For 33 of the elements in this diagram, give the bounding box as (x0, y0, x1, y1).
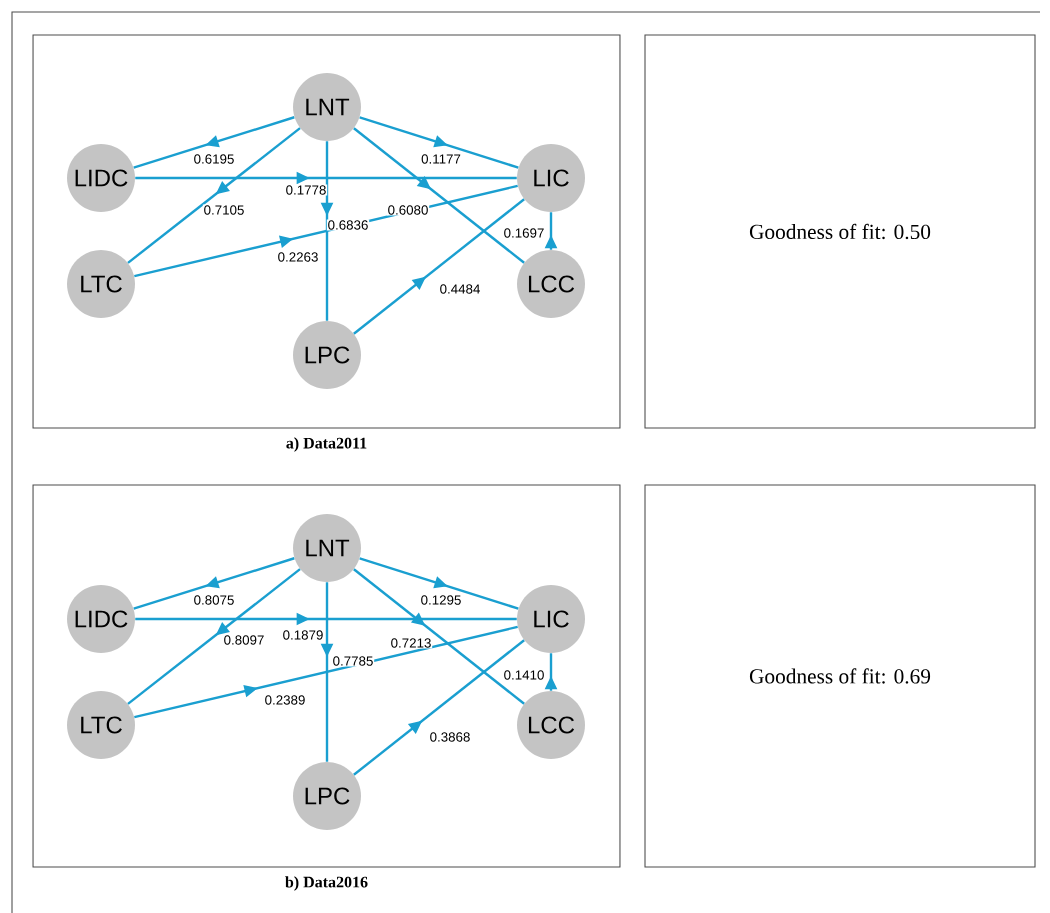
edge-label: 0.7105 (202, 204, 246, 216)
edge-label: 0.2389 (263, 694, 307, 706)
arrow (359, 116, 519, 169)
arrow (127, 568, 301, 705)
result-panel: Goodness of fit: 0.50 (644, 34, 1036, 429)
node-label: b) Data2016 (285, 876, 368, 891)
edge-label: 0.6080 (386, 204, 430, 216)
result-panel: Goodness of fit: 0.69 (644, 484, 1036, 868)
edge-label: 0.6195 (192, 153, 236, 165)
edge-label: 0.1177 (420, 153, 462, 165)
arrow (353, 198, 525, 335)
edge-label: 0.1778 (284, 184, 328, 196)
arrow (353, 639, 525, 776)
edge-label: 0.1295 (419, 594, 463, 606)
arrow (359, 557, 519, 610)
edge-label: 0.1697 (502, 227, 546, 239)
arrow (134, 625, 518, 719)
edge-label: 0.8075 (192, 594, 236, 606)
edge-label: 0.8097 (222, 634, 266, 646)
edge-label: 0.3868 (428, 731, 472, 743)
edge-label: 0.4484 (438, 283, 482, 295)
edge-label: 0.1410 (502, 669, 546, 681)
arrow (133, 116, 295, 169)
edge-label: 0.2263 (276, 251, 320, 263)
edge-label: 0.7213 (389, 637, 433, 649)
arrow (133, 557, 295, 610)
arrow (353, 127, 525, 264)
arrow (353, 568, 525, 705)
node-label: a) Data2011 (286, 437, 367, 452)
arrow (127, 127, 301, 264)
edge-label: 0.1879 (281, 629, 325, 641)
edge-label: 0.7785 (331, 655, 375, 667)
edge-label: 0.6836 (326, 219, 370, 231)
